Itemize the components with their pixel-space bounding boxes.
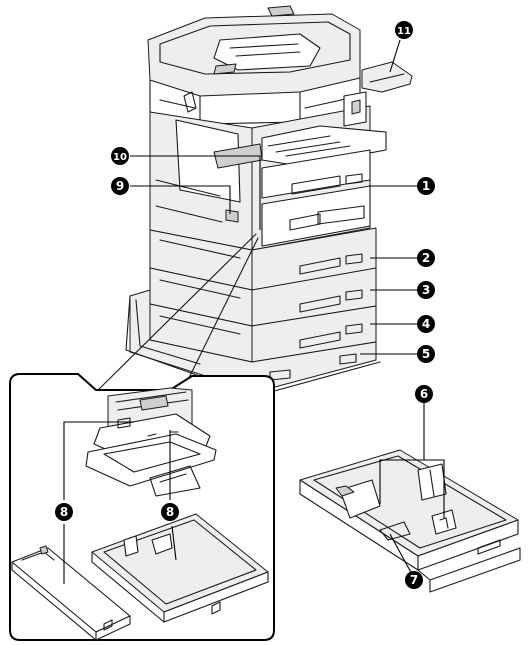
zoom-inset bbox=[9, 233, 275, 641]
callout-5: 5 bbox=[417, 345, 435, 363]
svg-text:8: 8 bbox=[166, 505, 174, 519]
svg-text:7: 7 bbox=[410, 573, 418, 587]
inset-tray bbox=[91, 513, 269, 623]
svg-text:8: 8 bbox=[60, 505, 68, 519]
svg-text:5: 5 bbox=[422, 347, 430, 361]
printer-body bbox=[149, 91, 387, 251]
callout-9: 9 bbox=[111, 177, 129, 195]
callout-8-a: 8 bbox=[55, 503, 73, 521]
callout-8-b: 8 bbox=[161, 503, 179, 521]
svg-text:1: 1 bbox=[422, 179, 430, 193]
svg-text:3: 3 bbox=[422, 283, 430, 297]
callout-1: 1 bbox=[417, 177, 435, 195]
leader-lines bbox=[63, 39, 445, 584]
inset-printer-front bbox=[85, 387, 217, 497]
svg-text:4: 4 bbox=[422, 317, 430, 331]
callout-11: 11 bbox=[395, 21, 413, 39]
inset-waste-box bbox=[11, 545, 131, 641]
callout-4: 4 bbox=[417, 315, 435, 333]
callout-2: 2 bbox=[417, 249, 435, 267]
callout-6: 6 bbox=[415, 385, 433, 403]
callout-3: 3 bbox=[417, 281, 435, 299]
svg-text:10: 10 bbox=[113, 152, 127, 163]
control-panel bbox=[361, 61, 413, 93]
optional-cassette-units bbox=[149, 227, 377, 363]
callout-10: 10 bbox=[111, 147, 129, 165]
svg-text:6: 6 bbox=[420, 387, 428, 401]
svg-text:2: 2 bbox=[422, 251, 430, 265]
printer-illustration bbox=[125, 5, 413, 397]
callout-7: 7 bbox=[405, 571, 423, 589]
svg-text:9: 9 bbox=[116, 179, 124, 193]
document-feeder bbox=[147, 5, 361, 125]
paper-cassette-illustration bbox=[299, 449, 521, 593]
svg-text:11: 11 bbox=[397, 26, 411, 37]
